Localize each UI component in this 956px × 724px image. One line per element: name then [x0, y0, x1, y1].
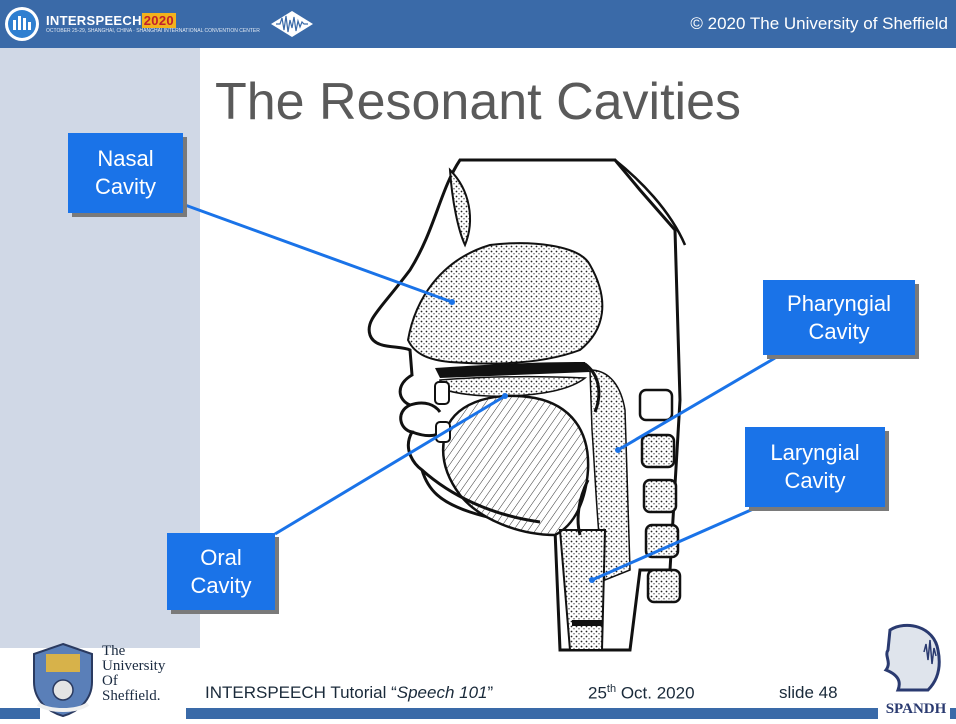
university-line4: Sheffield. — [102, 689, 165, 704]
date-suffix: th — [607, 683, 616, 695]
university-crest-icon — [30, 642, 96, 718]
date-rest: Oct. 2020 — [616, 684, 694, 703]
nasal-pointer-line — [185, 205, 452, 302]
slide-number: slide 48 — [779, 683, 838, 703]
oral-label-line2: Cavity — [190, 572, 251, 600]
tutorial-title: INTERSPEECH Tutorial “Speech 101” — [205, 683, 493, 703]
spandh-wordmark: SPANDH — [882, 701, 950, 718]
spandh-logo: SPANDH — [876, 622, 952, 719]
university-line2: University — [102, 659, 165, 674]
footer-bar-left — [0, 708, 40, 719]
nasal-label-line2: Cavity — [95, 173, 156, 201]
pharyngeal-label-line1: Pharyngial — [787, 290, 891, 318]
laryngeal-label-line2: Cavity — [784, 467, 845, 495]
tutorial-prefix: INTERSPEECH Tutorial “ — [205, 683, 397, 702]
oral-cavity-label: Oral Cavity — [167, 533, 275, 610]
tutorial-name: Speech 101 — [397, 683, 488, 702]
pharyngeal-cavity-label: Pharyngial Cavity — [763, 280, 915, 355]
nasal-label-line1: Nasal — [97, 145, 153, 173]
pharyngeal-label-line2: Cavity — [808, 318, 869, 346]
presentation-date: 25th Oct. 2020 — [588, 683, 695, 704]
nasal-cavity-label: Nasal Cavity — [68, 133, 183, 213]
university-line3: Of — [102, 674, 165, 689]
laryngeal-pointer-line — [592, 506, 760, 580]
laryngeal-cavity-label: Laryngial Cavity — [745, 427, 885, 507]
laryngeal-label-line1: Laryngial — [770, 439, 859, 467]
footer-bar — [186, 708, 956, 719]
oral-label-line1: Oral — [200, 544, 242, 572]
date-day: 25 — [588, 684, 607, 703]
university-name: The University Of Sheffield. — [102, 644, 165, 704]
oral-pointer-line — [275, 396, 505, 534]
university-line1: The — [102, 644, 165, 659]
tutorial-suffix: ” — [488, 683, 494, 702]
